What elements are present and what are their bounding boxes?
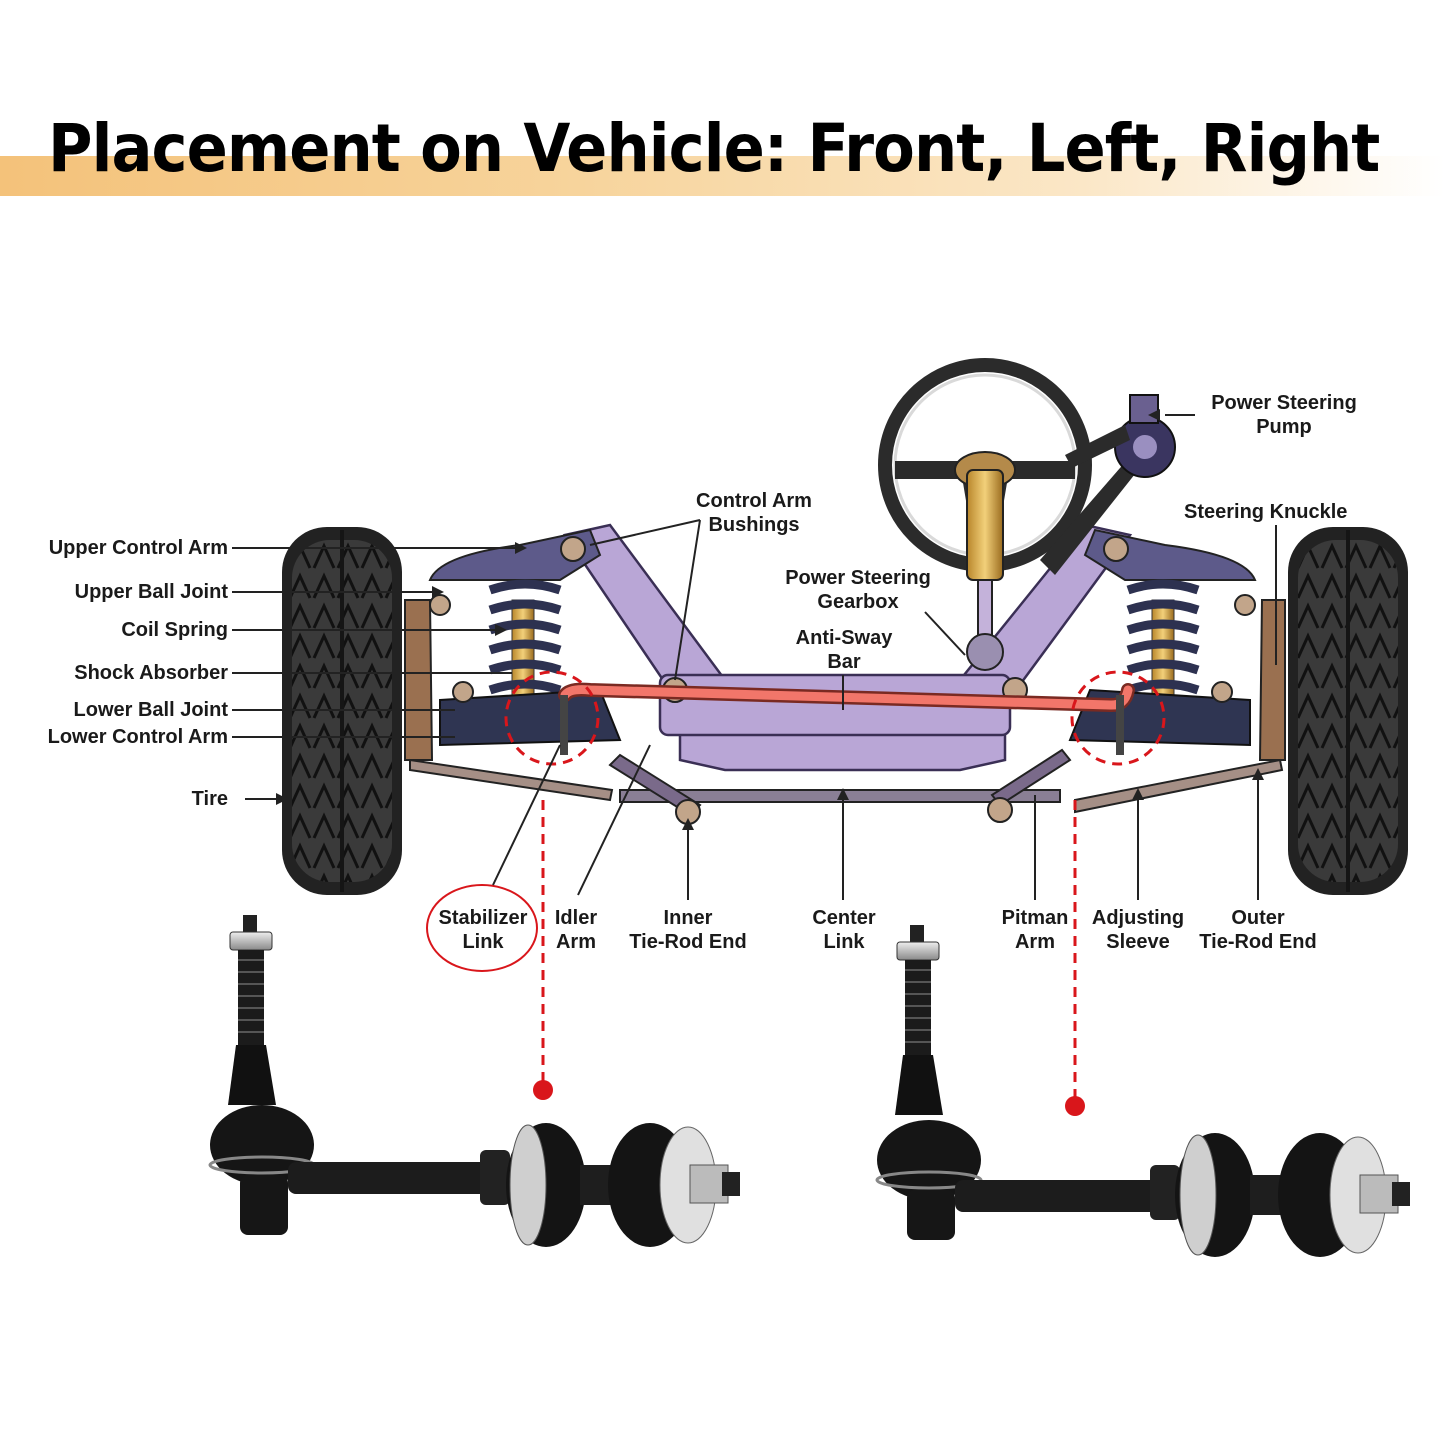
label-power-steering-pump: Power Steering Pump bbox=[1196, 391, 1372, 439]
label-anti-sway-bar-line2: Bar bbox=[827, 651, 861, 673]
label-idler-arm-line2: Arm bbox=[555, 931, 596, 953]
label-control-arm-bushings: Control Arm Bushings bbox=[680, 489, 828, 537]
right-coil-spring bbox=[1126, 579, 1200, 711]
label-center-link-line1: Center bbox=[812, 907, 876, 929]
label-pitman-arm-line2: Arm bbox=[1014, 931, 1055, 953]
right-steering-knuckle bbox=[1258, 599, 1286, 761]
leader-arrowheads bbox=[276, 409, 1264, 830]
product-stabilizer-link-right bbox=[875, 925, 1410, 1257]
left-upper-ball-joint bbox=[429, 594, 451, 616]
label-inner-tie-rod-end-line1: Inner bbox=[663, 907, 713, 929]
right-tire bbox=[1288, 527, 1408, 895]
right-lower-ball-joint bbox=[1211, 681, 1233, 703]
label-steering-knuckle: Steering Knuckle bbox=[1184, 501, 1348, 523]
label-stabilizer-link-line2: Link bbox=[462, 931, 504, 953]
label-upper-control-arm: Upper Control Arm bbox=[48, 537, 228, 559]
label-inner-tie-rod-end: Inner Tie-Rod End bbox=[618, 906, 758, 954]
left-lower-ball-joint bbox=[452, 681, 474, 703]
label-adjusting-sleeve-line2: Sleeve bbox=[1106, 931, 1170, 953]
label-stabilizer-link: Stabilizer Link bbox=[426, 906, 540, 954]
label-control-arm-bushings-line1: Control Arm bbox=[696, 490, 812, 512]
product-stabilizer-link-left bbox=[208, 915, 740, 1247]
stabilizer-label-circle bbox=[426, 884, 538, 972]
left-upper-control-arm bbox=[428, 528, 602, 581]
title-banner bbox=[0, 156, 1445, 196]
label-shock-absorber: Shock Absorber bbox=[74, 662, 228, 684]
label-lower-control-arm: Lower Control Arm bbox=[47, 726, 228, 748]
left-lower-control-arm bbox=[439, 688, 622, 747]
label-outer-tie-rod-end-line1: Outer bbox=[1231, 907, 1285, 929]
label-anti-sway-bar-line1: Anti-Sway bbox=[795, 627, 893, 649]
left-marker-dot bbox=[533, 1080, 553, 1100]
label-power-steering-pump-line2: Pump bbox=[1256, 416, 1312, 438]
label-idler-arm-line1: Idler bbox=[554, 907, 598, 929]
power-steering-pump bbox=[1040, 394, 1176, 575]
label-center-link: Center Link bbox=[798, 906, 890, 954]
label-idler-arm: Idler Arm bbox=[544, 906, 608, 954]
label-upper-ball-joint: Upper Ball Joint bbox=[74, 581, 228, 603]
label-power-steering-gearbox: Power Steering Gearbox bbox=[770, 566, 946, 614]
anti-sway-bar bbox=[560, 685, 1133, 710]
steering-wheel bbox=[878, 358, 1092, 671]
label-outer-tie-rod-end: Outer Tie-Rod End bbox=[1188, 906, 1328, 954]
label-inner-tie-rod-end-line2: Tie-Rod End bbox=[629, 931, 747, 953]
label-power-steering-gearbox-line2: Gearbox bbox=[817, 591, 899, 613]
label-lower-ball-joint: Lower Ball Joint bbox=[73, 699, 228, 721]
label-pitman-arm: Pitman Arm bbox=[992, 906, 1078, 954]
left-coil-spring bbox=[488, 579, 562, 711]
label-power-steering-pump-line1: Power Steering bbox=[1211, 392, 1357, 414]
right-marker-dot bbox=[1065, 1096, 1085, 1116]
right-stabilizer-link bbox=[1116, 695, 1124, 755]
label-adjusting-sleeve-line1: Adjusting bbox=[1091, 907, 1185, 929]
left-steering-knuckle bbox=[404, 599, 434, 761]
steering-column bbox=[966, 469, 1004, 581]
label-adjusting-sleeve: Adjusting Sleeve bbox=[1082, 906, 1194, 954]
steering-linkage bbox=[409, 748, 1284, 825]
power-steering-gearbox bbox=[966, 633, 1004, 671]
leader-lines bbox=[232, 414, 1277, 900]
label-coil-spring: Coil Spring bbox=[121, 619, 228, 641]
right-control-arm-bushing bbox=[1103, 536, 1129, 562]
label-pitman-arm-line1: Pitman bbox=[1001, 907, 1069, 929]
right-upper-ball-joint bbox=[1234, 594, 1256, 616]
label-control-arm-bushings-line2: Bushings bbox=[708, 514, 800, 536]
label-anti-sway-bar: Anti-Sway Bar bbox=[780, 626, 908, 674]
label-stabilizer-link-line1: Stabilizer bbox=[438, 907, 528, 929]
right-upper-control-arm bbox=[1083, 528, 1257, 581]
page-title: Placement on Vehicle: Front, Left, Right bbox=[48, 110, 1380, 187]
left-control-arm-bushing bbox=[560, 536, 586, 562]
label-outer-tie-rod-end-line2: Tie-Rod End bbox=[1199, 931, 1317, 953]
left-stabilizer-link bbox=[560, 695, 568, 755]
right-highlight-circle bbox=[1070, 670, 1166, 766]
label-tire: Tire bbox=[191, 788, 228, 810]
label-center-link-line2: Link bbox=[823, 931, 865, 953]
label-power-steering-gearbox-line1: Power Steering bbox=[785, 567, 931, 589]
